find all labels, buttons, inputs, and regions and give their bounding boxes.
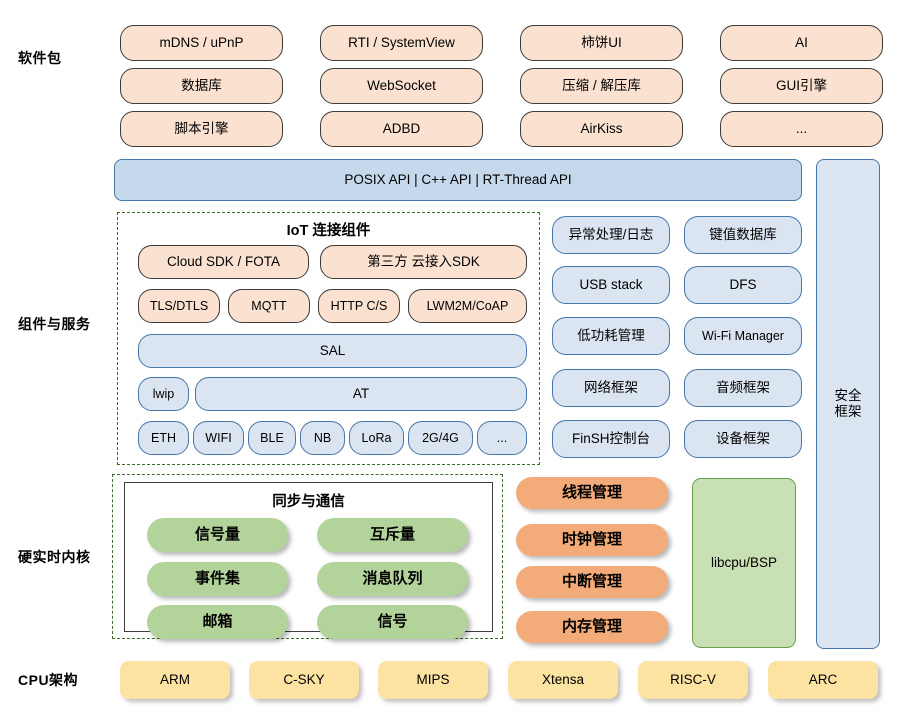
component-box[interactable]: 网络框架 bbox=[552, 369, 670, 407]
software-package-box[interactable]: AI bbox=[720, 25, 883, 61]
iot-cloud-sdk-box[interactable]: Cloud SDK / FOTA bbox=[138, 245, 309, 279]
iot-link-box[interactable]: NB bbox=[300, 421, 345, 455]
kernel-manager-box[interactable]: 时钟管理 bbox=[516, 524, 668, 556]
sync-group-title: 同步与通信 bbox=[272, 494, 345, 510]
iot-protocol-box[interactable]: LWM2M/CoAP bbox=[408, 289, 527, 323]
kernel-sync-box[interactable]: 事件集 bbox=[147, 562, 288, 596]
software-package-box[interactable]: 压缩 / 解压库 bbox=[520, 68, 683, 104]
kernel-sync-box[interactable]: 邮箱 bbox=[147, 605, 288, 639]
iot-third-party-sdk-box[interactable]: 第三方 云接入SDK bbox=[320, 245, 527, 279]
api-bar: POSIX API | C++ API | RT-Thread API bbox=[114, 159, 802, 201]
sync-group-dashed-container bbox=[112, 474, 503, 639]
software-package-box[interactable]: ... bbox=[720, 111, 883, 147]
cpu-arch-box[interactable]: RISC-V bbox=[638, 661, 748, 699]
security-framework-line1: 安全 bbox=[834, 387, 862, 403]
cpu-arch-box[interactable]: Xtensa bbox=[508, 661, 618, 699]
iot-group-container bbox=[117, 212, 540, 465]
libcpu-bsp-box[interactable]: libcpu/BSP bbox=[692, 478, 796, 648]
component-box[interactable]: 异常处理/日志 bbox=[552, 216, 670, 254]
component-box[interactable]: 设备框架 bbox=[684, 420, 802, 458]
component-box[interactable]: DFS bbox=[684, 266, 802, 304]
iot-sal-box[interactable]: SAL bbox=[138, 334, 527, 368]
kernel-manager-box[interactable]: 线程管理 bbox=[516, 477, 668, 509]
iot-link-box[interactable]: ETH bbox=[138, 421, 189, 455]
iot-link-box[interactable]: 2G/4G bbox=[408, 421, 473, 455]
iot-at-box[interactable]: AT bbox=[195, 377, 527, 411]
software-package-box[interactable]: AirKiss bbox=[520, 111, 683, 147]
cpu-arch-box[interactable]: ARC bbox=[768, 661, 878, 699]
software-package-box[interactable]: GUI引擎 bbox=[720, 68, 883, 104]
software-package-box[interactable]: ADBD bbox=[320, 111, 483, 147]
section-label-components-services: 组件与服务 bbox=[18, 316, 91, 332]
component-box[interactable]: USB stack bbox=[552, 266, 670, 304]
kernel-sync-box[interactable]: 信号 bbox=[317, 605, 468, 639]
software-package-box[interactable]: WebSocket bbox=[320, 68, 483, 104]
component-box[interactable]: 音频框架 bbox=[684, 369, 802, 407]
cpu-arch-box[interactable]: MIPS bbox=[378, 661, 488, 699]
iot-protocol-box[interactable]: HTTP C/S bbox=[318, 289, 400, 323]
component-box[interactable]: 低功耗管理 bbox=[552, 317, 670, 355]
section-label-hard-realtime-kernel: 硬实时内核 bbox=[18, 549, 91, 565]
software-package-box[interactable]: 数据库 bbox=[120, 68, 283, 104]
section-label-cpu-arch: CPU架构 bbox=[18, 672, 79, 688]
iot-link-box[interactable]: ... bbox=[477, 421, 527, 455]
software-package-box[interactable]: RTI / SystemView bbox=[320, 25, 483, 61]
component-box[interactable]: FinSH控制台 bbox=[552, 420, 670, 458]
cpu-arch-box[interactable]: ARM bbox=[120, 661, 230, 699]
iot-protocol-box[interactable]: TLS/DTLS bbox=[138, 289, 220, 323]
kernel-sync-box[interactable]: 互斥量 bbox=[317, 518, 468, 552]
iot-link-box[interactable]: LoRa bbox=[349, 421, 404, 455]
component-box[interactable]: Wi-Fi Manager bbox=[684, 317, 802, 355]
kernel-manager-box[interactable]: 内存管理 bbox=[516, 611, 668, 643]
iot-link-box[interactable]: WIFI bbox=[193, 421, 244, 455]
software-package-box[interactable]: mDNS / uPnP bbox=[120, 25, 283, 61]
kernel-sync-box[interactable]: 消息队列 bbox=[317, 562, 468, 596]
section-label-software-packages: 软件包 bbox=[18, 50, 62, 66]
software-package-box[interactable]: 脚本引擎 bbox=[120, 111, 283, 147]
iot-protocol-box[interactable]: MQTT bbox=[228, 289, 310, 323]
security-framework-column: 安全 框架 bbox=[816, 159, 880, 649]
software-package-box[interactable]: 柿饼UI bbox=[520, 25, 683, 61]
component-box[interactable]: 键值数据库 bbox=[684, 216, 802, 254]
kernel-sync-box[interactable]: 信号量 bbox=[147, 518, 288, 552]
iot-link-box[interactable]: BLE bbox=[248, 421, 296, 455]
iot-group-title: IoT 连接组件 bbox=[286, 223, 371, 239]
cpu-arch-box[interactable]: C-SKY bbox=[249, 661, 359, 699]
sync-group-container bbox=[124, 482, 493, 632]
kernel-manager-box[interactable]: 中断管理 bbox=[516, 566, 668, 598]
security-framework-line2: 框架 bbox=[834, 404, 862, 419]
iot-lwip-box[interactable]: lwip bbox=[138, 377, 189, 411]
